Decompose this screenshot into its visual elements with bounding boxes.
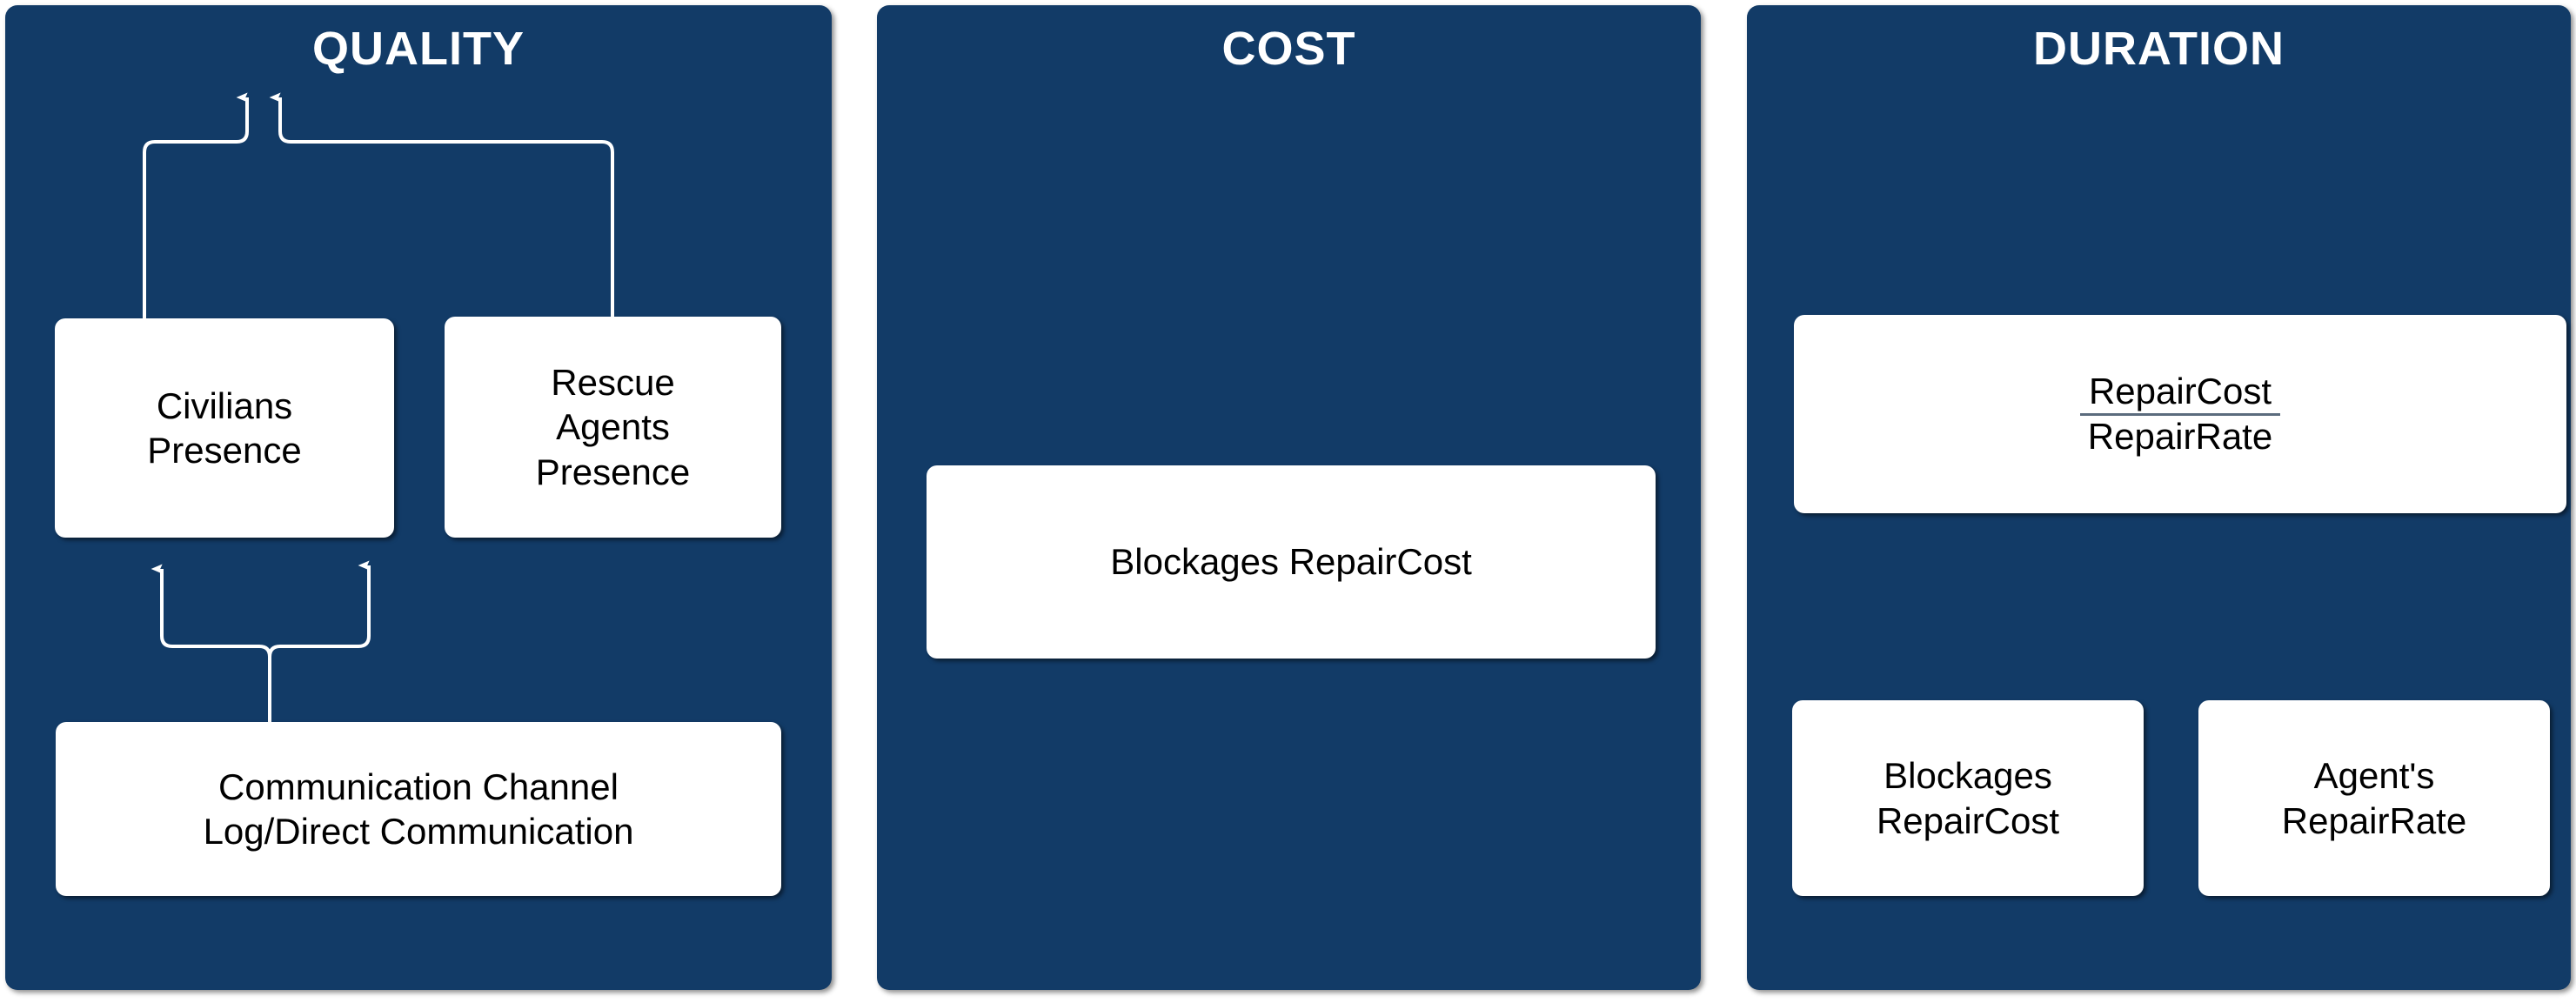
node-agents-repairrate[interactable]: Agent's RepairRate [2198, 700, 2550, 896]
node-blockages-repaircost-duration[interactable]: Blockages RepairCost [1792, 700, 2144, 896]
fraction-denominator: RepairRate [2087, 416, 2273, 457]
node-label: Rescue Agents Presence [535, 362, 691, 492]
fraction-expression: RepairCost RepairRate [2080, 371, 2280, 457]
panel-title-quality: QUALITY [312, 23, 525, 75]
node-label: Agent's RepairRate [2281, 755, 2467, 841]
node-label: Civilians Presence [147, 384, 302, 471]
node-label: Blockages RepairCost [1110, 541, 1472, 583]
node-label: Communication Channel Log/Direct Communi… [203, 766, 634, 852]
fraction-numerator: RepairCost [2088, 370, 2272, 411]
panel-title-duration: DURATION [2033, 23, 2285, 75]
fraction-bar [2080, 413, 2280, 416]
node-blockages-repaircost[interactable]: Blockages RepairCost [927, 465, 1656, 659]
node-repaircost-over-repairrate[interactable]: RepairCost RepairRate [1794, 315, 2566, 513]
node-civilians-presence[interactable]: Civilians Presence [55, 318, 394, 538]
node-rescue-agents-presence[interactable]: Rescue Agents Presence [445, 317, 781, 538]
node-label: Blockages RepairCost [1876, 755, 2060, 841]
panel-title-cost: COST [1221, 23, 1356, 75]
node-communication-channel[interactable]: Communication Channel Log/Direct Communi… [56, 722, 781, 896]
